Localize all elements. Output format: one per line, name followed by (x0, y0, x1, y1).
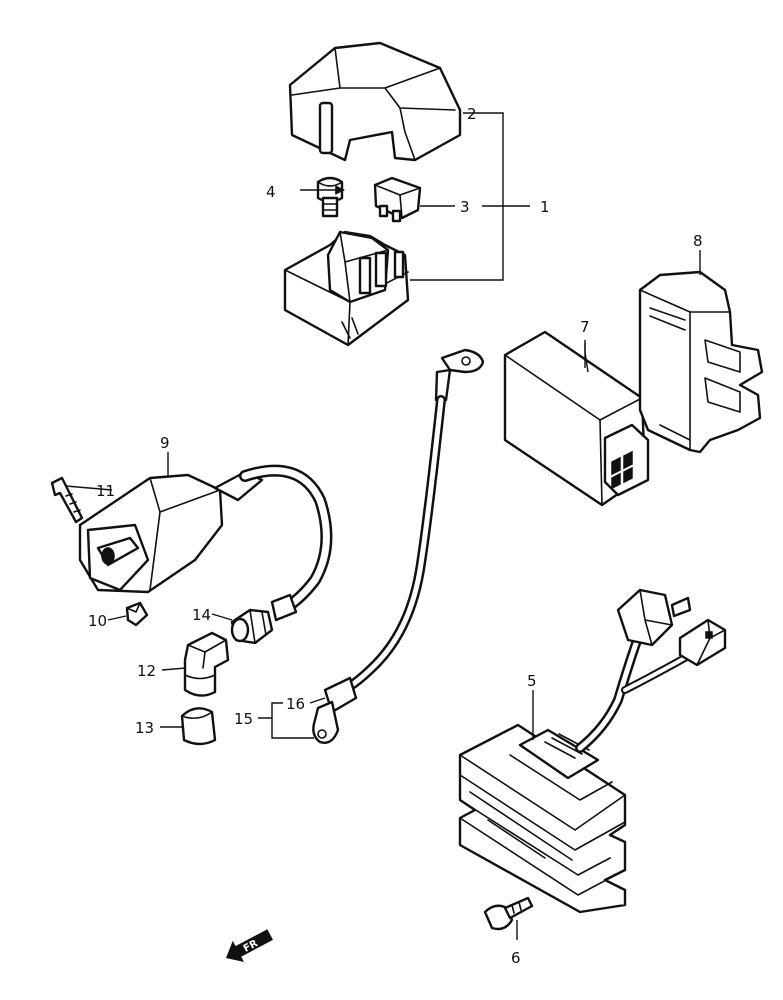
callout-16: 16 (286, 695, 305, 713)
group-1-bracket (300, 112, 530, 281)
ground-lead (312, 348, 485, 744)
cap-10 (125, 601, 149, 627)
callout-5: 5 (527, 672, 537, 690)
cdi-unit (503, 330, 650, 507)
callout-4: 4 (266, 183, 276, 201)
plug-nut-14 (230, 608, 274, 645)
callout-labels: 1 2 3 4 5 6 7 8 9 10 11 12 13 14 15 16 (88, 105, 703, 967)
callout-6: 6 (511, 949, 521, 967)
plug-cap-12 (183, 631, 230, 697)
callout-9: 9 (160, 434, 170, 452)
screw-11 (50, 476, 84, 524)
callout-10: 10 (88, 612, 107, 630)
callout-7: 7 (580, 318, 590, 336)
callout-1: 1 (540, 198, 550, 216)
fuse (373, 176, 422, 223)
callout-14: 14 (192, 606, 211, 624)
callout-11: 11 (96, 482, 115, 500)
signal-relay (638, 250, 764, 454)
callout-2: 2 (467, 105, 477, 123)
callout-12: 12 (137, 662, 156, 680)
front-direction-arrow: FR (226, 929, 273, 963)
boot-13 (180, 707, 217, 746)
callout-8: 8 (693, 232, 703, 250)
regulator-rectifier (458, 588, 727, 914)
bolt-6 (483, 896, 534, 931)
callout-15: 15 (234, 710, 253, 728)
leader-lines (65, 340, 586, 940)
relay-cover (288, 41, 462, 162)
starter-relay (283, 230, 410, 347)
bolt-4 (316, 176, 344, 218)
callout-3: 3 (460, 198, 470, 216)
ignition-coil (78, 464, 333, 622)
callout-13: 13 (135, 719, 154, 737)
